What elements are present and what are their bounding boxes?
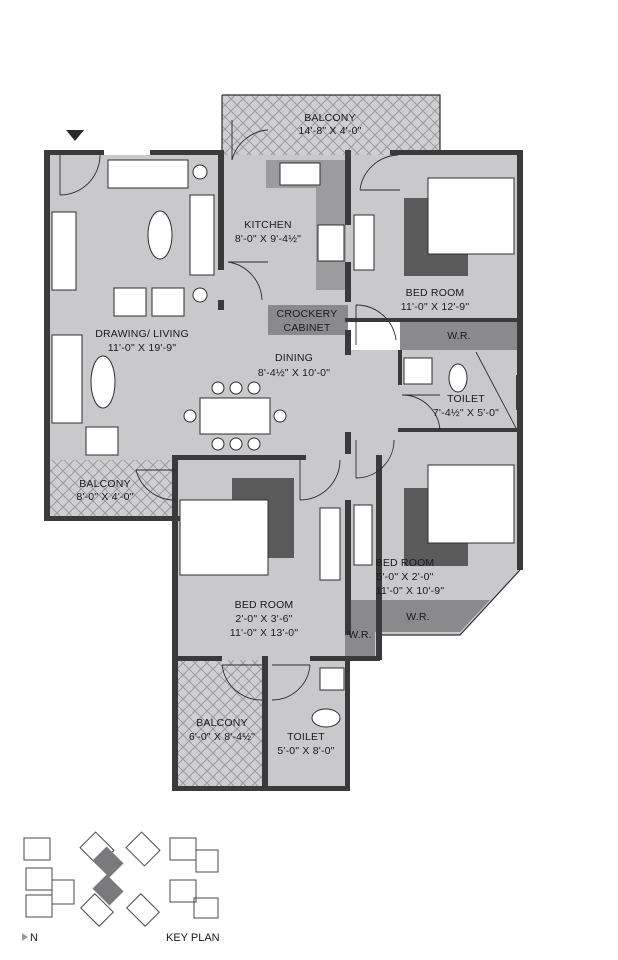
side-table <box>90 355 116 409</box>
sofa-right <box>189 194 215 276</box>
toilet2-basin <box>319 667 345 691</box>
bed3 <box>179 499 269 576</box>
kitchen-hob <box>317 224 345 262</box>
toilet1-name: TOILET <box>447 393 485 405</box>
coffee-table <box>147 210 173 260</box>
key-north-label: N <box>30 932 38 944</box>
bed1-tv-unit <box>353 214 375 271</box>
balcony-left-name: BALCONY <box>79 478 131 490</box>
balcony-top-floor <box>222 95 440 155</box>
sofa-top <box>107 159 189 189</box>
bedroom2-size1: 5'-0" X 2'-0" <box>376 571 433 583</box>
bed1 <box>427 177 515 255</box>
kitchen-sink <box>279 162 321 186</box>
room-labels: BALCONY 14'-8" X 4'-0" KITCHEN 8'-0" X 9… <box>76 112 499 757</box>
balcony-left-floor <box>48 460 176 520</box>
bedroom1-size: 11'-0" X 12'-9" <box>401 301 470 313</box>
balcony-bottom-size: 6'-0" X 8'-4½" <box>189 731 255 743</box>
toilet1-wc <box>448 363 468 393</box>
toilet2-size: 5'-0" X 8'-0" <box>277 745 334 757</box>
kitchen-size: 8'-0" X 9'-4½" <box>235 233 301 245</box>
doors <box>59 120 441 701</box>
bed2-tv-unit <box>353 504 373 566</box>
bed2 <box>427 464 515 544</box>
tv-unit <box>51 211 77 291</box>
key-plan-label: KEY PLAN <box>166 932 220 944</box>
bedroom3-name: BED ROOM <box>235 599 294 611</box>
balcony-bottom-floor <box>176 660 268 790</box>
crockery-line1: CROCKERY <box>277 308 338 320</box>
key-north-icon <box>22 933 28 941</box>
wardrobe-1 <box>400 320 518 350</box>
key-plan-highlight-2 <box>92 874 124 906</box>
bedroom3-size1: 2'-0" X 3'-6" <box>235 613 292 625</box>
crockery-line2: CABINET <box>284 322 331 334</box>
wardrobe-2 <box>348 600 490 632</box>
wr2-label: W.R. <box>406 611 430 623</box>
north-arrow-icon <box>66 130 84 141</box>
kitchen-name: KITCHEN <box>244 219 292 231</box>
balcony-left-size: 8'-0" X 4'-0" <box>76 491 133 503</box>
drawing-size: 11'-0" X 19'-9" <box>108 342 177 354</box>
balcony-top-name: BALCONY <box>304 112 356 124</box>
toilet1-size: 7'-4½" X 5'-0" <box>433 407 499 419</box>
key-plan: N KEY PLAN <box>22 831 220 944</box>
key-plan-highlight-1 <box>92 846 124 878</box>
bedroom1-name: BED ROOM <box>406 287 465 299</box>
armchair-2 <box>151 287 185 317</box>
bedroom2-size2: 11'-0" X 10'-9" <box>376 585 445 597</box>
furniture <box>51 130 517 728</box>
dining-name: DINING <box>275 352 313 364</box>
drawing-name: DRAWING/ LIVING <box>95 328 189 340</box>
dining-table <box>199 397 271 435</box>
crockery-cabinet <box>268 305 348 335</box>
wr3-label: W.R. <box>348 629 372 641</box>
sofa-left <box>51 334 83 424</box>
bedroom3-size2: 11'-0" X 13'-0" <box>230 627 299 639</box>
bedroom2-name: BED ROOM <box>376 557 435 569</box>
walls <box>44 94 523 791</box>
dining-size: 8'-4½" X 10'-0" <box>258 367 330 379</box>
balcony-top-size: 14'-8" X 4'-0" <box>298 125 361 137</box>
bed3-tv-unit <box>319 507 341 581</box>
toilet1-basin <box>403 357 433 385</box>
armchair-3 <box>85 426 119 456</box>
toilet2-wc <box>311 708 341 728</box>
armchair-1 <box>113 287 147 317</box>
wr1-label: W.R. <box>447 330 471 342</box>
balcony-bottom-name: BALCONY <box>196 717 248 729</box>
toilet2-name: TOILET <box>287 731 325 743</box>
